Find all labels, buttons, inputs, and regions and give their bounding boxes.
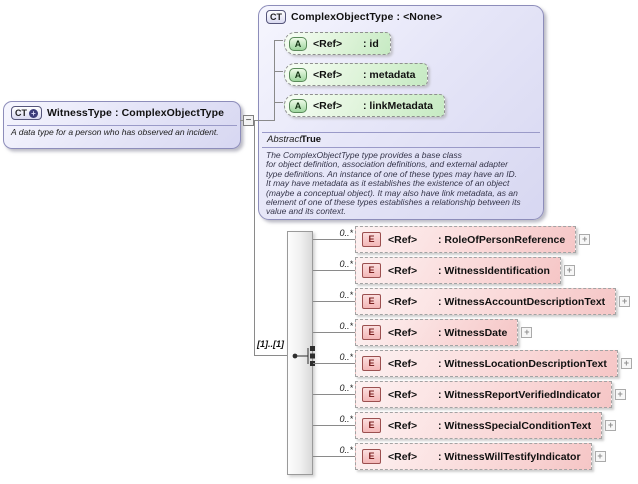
element-witness-date[interactable]: E <Ref> : WitnessDate: [355, 319, 519, 346]
element-icon: E: [362, 418, 381, 433]
attribute-id[interactable]: A <Ref> : id: [284, 32, 391, 55]
connector-line: [313, 394, 355, 395]
abstract-facet-label: Abstract: [267, 134, 302, 145]
base-type-box[interactable]: CT ComplexObjectType : <None> A <Ref> : …: [258, 5, 544, 220]
element-witness-special-condition-text[interactable]: E <Ref> : WitnessSpecialConditionText: [355, 412, 603, 439]
element-ref: <Ref>: [388, 295, 418, 308]
occurrence-label: 0..*: [339, 228, 353, 238]
base-type-title: ComplexObjectType : <None>: [291, 11, 443, 23]
divider: [262, 147, 540, 148]
occurrence-label: 0..*: [339, 352, 353, 362]
connector-line: [313, 425, 355, 426]
expand-button[interactable]: +: [594, 451, 606, 462]
element-icon: E: [362, 356, 381, 371]
element-witness-account-description-text[interactable]: E <Ref> : WitnessAccountDescriptionText: [355, 288, 617, 315]
element-name: : WitnessDate: [438, 326, 508, 339]
attribute-link-metadata[interactable]: A <Ref> : linkMetadata: [284, 94, 446, 117]
connector-line: [313, 239, 355, 240]
element-name: : WitnessIdentification: [438, 264, 550, 277]
occurrence-label: 0..*: [339, 383, 353, 393]
divider: [7, 125, 237, 126]
base-type-header: CT ComplexObjectType : <None>: [266, 10, 442, 24]
element-icon: E: [362, 294, 381, 309]
element-ref: <Ref>: [388, 233, 418, 246]
witness-type-annotation: A data type for a person who has observe…: [11, 127, 219, 137]
element-witness-will-testify-indicator[interactable]: E <Ref> : WitnessWillTestifyIndicator: [355, 443, 592, 470]
element-name: : RoleOfPersonReference: [438, 233, 566, 246]
expand-button[interactable]: +: [563, 265, 575, 276]
occurrence-label: 0..*: [339, 290, 353, 300]
occurrence-label: 0..*: [339, 321, 353, 331]
occurrence-label: 0..*: [339, 259, 353, 269]
element-icon: E: [362, 325, 381, 340]
attribute-name: : id: [363, 37, 379, 50]
expand-button[interactable]: +: [521, 327, 533, 338]
expand-button[interactable]: +: [579, 234, 591, 245]
attribute-ref: <Ref>: [313, 37, 343, 50]
element-ref: <Ref>: [388, 450, 418, 463]
cardinality-label: [1]..[1]: [257, 339, 284, 349]
connector-line: [240, 120, 274, 121]
connector-line: [313, 332, 355, 333]
connector-line: [274, 40, 283, 41]
attribute-ref: <Ref>: [313, 99, 343, 112]
connector-line: [254, 355, 295, 356]
divider: [262, 132, 540, 133]
complex-type-icon: CT: [266, 10, 286, 24]
element-ref: <Ref>: [388, 326, 418, 339]
plus-circle-icon: +: [29, 108, 38, 118]
attribute-ref: <Ref>: [313, 68, 343, 81]
element-icon: E: [362, 449, 381, 464]
element-name: : WitnessLocationDescriptionText: [438, 357, 607, 370]
connector-line: [274, 71, 283, 72]
connector-line: [274, 102, 283, 103]
connector-line: [313, 301, 355, 302]
element-name: : WitnessWillTestifyIndicator: [438, 450, 581, 463]
witness-type-title: WitnessType : ComplexObjectType: [47, 107, 225, 119]
element-ref: <Ref>: [388, 357, 418, 370]
witness-type-box[interactable]: CT+ WitnessType : ComplexObjectType A da…: [3, 101, 241, 149]
occurrence-label: 0..*: [339, 414, 353, 424]
element-name: : WitnessAccountDescriptionText: [438, 295, 606, 308]
connector-line: [313, 363, 355, 364]
abstract-facet-value: True: [301, 134, 322, 145]
element-name: : WitnessSpecialConditionText: [438, 419, 592, 432]
attribute-name: : metadata: [363, 68, 416, 81]
base-type-description: The ComplexObjectType type provides a ba…: [266, 150, 521, 217]
attribute-name: : linkMetadata: [363, 99, 434, 112]
attribute-tree-line: [274, 40, 275, 121]
element-ref: <Ref>: [388, 419, 418, 432]
connector-line: [313, 270, 355, 271]
expand-button[interactable]: +: [620, 358, 632, 369]
sequence-compositor-icon: [292, 346, 315, 366]
element-icon: E: [362, 232, 381, 247]
element-witness-identification[interactable]: E <Ref> : WitnessIdentification: [355, 257, 561, 284]
element-witness-location-description-text[interactable]: E <Ref> : WitnessLocationDescriptionText: [355, 350, 618, 377]
element-role-of-person-reference[interactable]: E <Ref> : RoleOfPersonReference: [355, 226, 577, 253]
element-icon: E: [362, 263, 381, 278]
attribute-icon: A: [289, 67, 307, 82]
collapse-button[interactable]: −: [243, 115, 254, 126]
attribute-icon: A: [289, 98, 307, 113]
element-name: : WitnessReportVerifiedIndicator: [438, 388, 601, 401]
occurrence-label: 0..*: [339, 445, 353, 455]
branch-line: [254, 120, 255, 356]
witness-type-header: CT+ WitnessType : ComplexObjectType: [11, 106, 224, 120]
element-icon: E: [362, 387, 381, 402]
element-ref: <Ref>: [388, 388, 418, 401]
expand-button[interactable]: +: [605, 420, 617, 431]
attribute-metadata[interactable]: A <Ref> : metadata: [284, 63, 428, 86]
complex-type-extension-icon: CT+: [11, 106, 42, 120]
expand-button[interactable]: +: [614, 389, 626, 400]
element-witness-report-verified-indicator[interactable]: E <Ref> : WitnessReportVerifiedIndicator: [355, 381, 612, 408]
element-ref: <Ref>: [388, 264, 418, 277]
attribute-icon: A: [289, 36, 307, 51]
expand-button[interactable]: +: [619, 296, 631, 307]
sequence-bar[interactable]: [287, 231, 313, 475]
connector-line: [313, 456, 355, 457]
